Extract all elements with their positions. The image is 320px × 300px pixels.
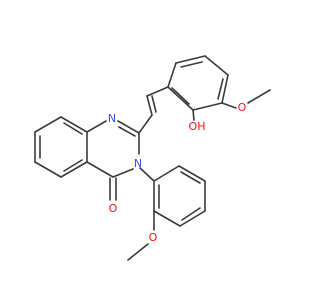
bond xyxy=(34,161,62,178)
bond xyxy=(139,167,155,182)
bond xyxy=(192,109,195,121)
bond-double-inner xyxy=(180,61,203,68)
bond-double-inner xyxy=(63,122,83,135)
bond-double-inner xyxy=(151,95,157,113)
bond-double-inner xyxy=(118,126,136,137)
bond-double-inner xyxy=(63,159,83,172)
bond xyxy=(127,243,149,261)
ring-nitrogen-label: N xyxy=(108,112,116,125)
bond-double-inner xyxy=(171,87,190,105)
bond xyxy=(204,55,229,76)
bond xyxy=(192,102,223,111)
bond-double-inner xyxy=(217,78,224,100)
bond xyxy=(112,168,134,178)
bond xyxy=(146,86,169,97)
bond xyxy=(138,114,153,134)
canvas-background xyxy=(0,0,300,300)
bond xyxy=(247,89,271,104)
bond xyxy=(86,161,114,178)
bond xyxy=(179,210,206,227)
bond xyxy=(175,55,206,64)
atom-labels: N N O OH O O xyxy=(108,101,247,244)
bond xyxy=(153,210,181,227)
hydroxyl-label: OH xyxy=(189,120,206,133)
bond xyxy=(60,161,88,178)
molecule-structure-diagram: N N O OH O O xyxy=(0,0,300,300)
bond-double xyxy=(146,95,153,116)
bond-double xyxy=(117,120,140,134)
bond xyxy=(221,74,229,104)
bond xyxy=(167,62,177,88)
methoxy-oxygen-bottom-label: O xyxy=(149,231,158,244)
carbonyl-oxygen-label: O xyxy=(109,202,118,215)
bond xyxy=(178,165,206,182)
bond xyxy=(86,120,107,133)
bond xyxy=(167,86,194,111)
bonds xyxy=(34,55,271,261)
bond-double-inner xyxy=(181,207,201,221)
methoxy-oxygen-top-label: O xyxy=(238,101,247,114)
amide-nitrogen-label: N xyxy=(134,157,142,170)
bond xyxy=(221,102,237,109)
bond xyxy=(34,116,62,133)
bond xyxy=(60,116,88,133)
bond xyxy=(153,165,180,182)
bond-double-inner xyxy=(180,171,201,184)
